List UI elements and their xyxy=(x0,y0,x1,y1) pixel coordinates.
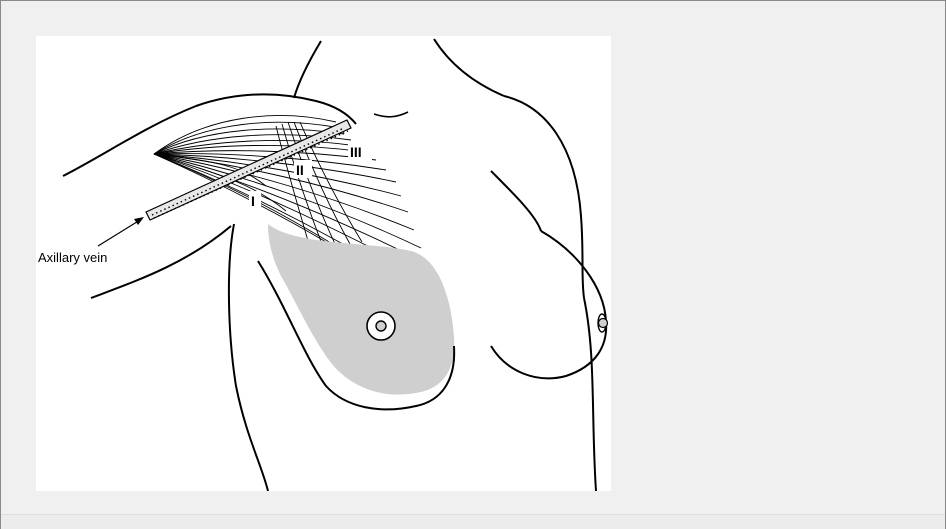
level-ii-label: II xyxy=(296,162,304,178)
right-chest-outline xyxy=(491,171,541,231)
level-i-label: I xyxy=(251,193,255,209)
axillary-lymph-node-diagram: I II III Axillary vein xyxy=(36,36,611,491)
anatomy-figure: I II III Axillary vein xyxy=(36,36,611,491)
breast-tissue xyxy=(268,224,454,395)
axillary-vein-arrow xyxy=(98,217,144,246)
level-iii-label: III xyxy=(350,144,362,160)
bottom-strip xyxy=(1,514,945,529)
torso-left-outline xyxy=(229,224,268,491)
torso-right-outline xyxy=(584,298,596,491)
left-nipple xyxy=(367,312,395,340)
right-breast-outline xyxy=(491,231,606,378)
neck-left-outline xyxy=(294,41,321,98)
axillary-vein-label: Axillary vein xyxy=(38,250,107,265)
neck-right-outline xyxy=(434,39,504,96)
sternal-notch xyxy=(374,112,408,117)
